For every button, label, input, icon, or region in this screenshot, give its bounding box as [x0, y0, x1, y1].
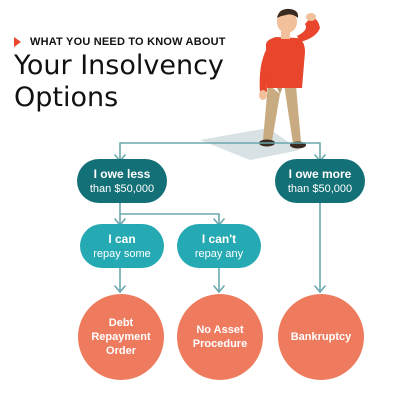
node-owe-more-line-2: than $50,000 [287, 182, 353, 195]
kicker: WHAT YOU NEED TO KNOW ABOUT [14, 36, 226, 48]
arrowhead-icon [213, 285, 225, 294]
node-owe-more-line-1: I owe more [288, 166, 352, 181]
connector-top [119, 142, 321, 160]
arrowhead-icon [314, 285, 326, 294]
node-owe-less: I owe less than $50,000 [77, 159, 167, 203]
kicker-text: WHAT YOU NEED TO KNOW ABOUT [30, 36, 226, 48]
figure-shadow [200, 128, 300, 160]
connector-less-to-cant [120, 213, 220, 224]
kicker-arrow-icon [14, 37, 21, 47]
outcome-no-asset-procedure: No Asset Procedure [177, 294, 263, 380]
node-owe-less-line-2: than $50,000 [89, 182, 155, 195]
outcome-nap-line-2: Procedure [192, 338, 248, 350]
outcome-dro-line-3: Order [106, 345, 136, 357]
outcome-nap-line-1: No Asset [196, 324, 244, 336]
node-can-repay-line-1: I can [108, 231, 136, 246]
outcome-dro-line-2: Repayment [91, 331, 151, 343]
figure-hair [277, 8, 299, 18]
outcome-bankruptcy: Bankruptcy [278, 294, 364, 380]
node-cant-repay-line-1: I can't [201, 231, 237, 246]
arrowhead-icon [114, 285, 126, 294]
node-can-repay: I can repay some [80, 224, 164, 268]
node-can-repay-line-2: repay some [93, 247, 151, 260]
node-cant-repay-line-2: repay any [194, 247, 244, 260]
node-owe-more: I owe more than $50,000 [275, 159, 365, 203]
figure-leg-right [284, 84, 301, 144]
outcome-debt-repayment-order: Debt Repayment Order [78, 294, 164, 380]
figure-sweater [265, 37, 305, 88]
node-cant-repay: I can't repay any [177, 224, 261, 268]
outcome-dro-line-1: Debt [108, 317, 134, 329]
figure-arm-left [259, 48, 273, 92]
title-line-1: Your Insolvency [14, 50, 224, 81]
figure-hand-left [259, 90, 267, 100]
page-title: Your Insolvency Options [14, 50, 224, 114]
figure-arm-right [297, 17, 320, 42]
title-line-2: Options [14, 82, 119, 113]
figure-leg-left [263, 84, 280, 141]
node-owe-less-line-1: I owe less [93, 166, 151, 181]
figure-head [277, 11, 297, 33]
figure-hand-right [306, 13, 316, 21]
outcome-bankruptcy-line-1: Bankruptcy [290, 331, 352, 343]
